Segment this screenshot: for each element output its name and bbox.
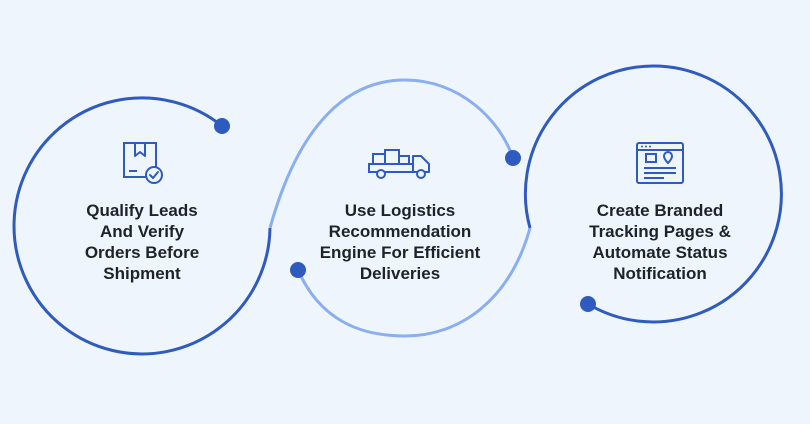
dot-3 <box>290 262 306 278</box>
tracking-page-icon <box>636 142 684 184</box>
delivery-truck-icon <box>368 149 430 179</box>
package-check-icon <box>123 142 163 184</box>
step-1-label: Qualify Leads And Verify Orders Before S… <box>84 201 200 283</box>
dot-2 <box>505 150 521 166</box>
circle-arc-2-bottom <box>296 227 532 338</box>
dot-4 <box>580 296 596 312</box>
dot-1 <box>214 118 230 134</box>
circle-arc-1 <box>12 96 272 356</box>
circle-arc-3 <box>523 64 783 324</box>
step-1: Qualify Leads And Verify Orders Before S… <box>42 140 242 284</box>
step-3-label: Create Branded Tracking Pages & Automate… <box>589 201 731 283</box>
step-3: Create Branded Tracking Pages & Automate… <box>560 140 760 284</box>
circle-arc-2 <box>268 78 515 229</box>
step-2-label: Use Logistics Recommendation Engine For … <box>319 201 481 283</box>
step-2: Use Logistics Recommendation Engine For … <box>300 146 500 284</box>
